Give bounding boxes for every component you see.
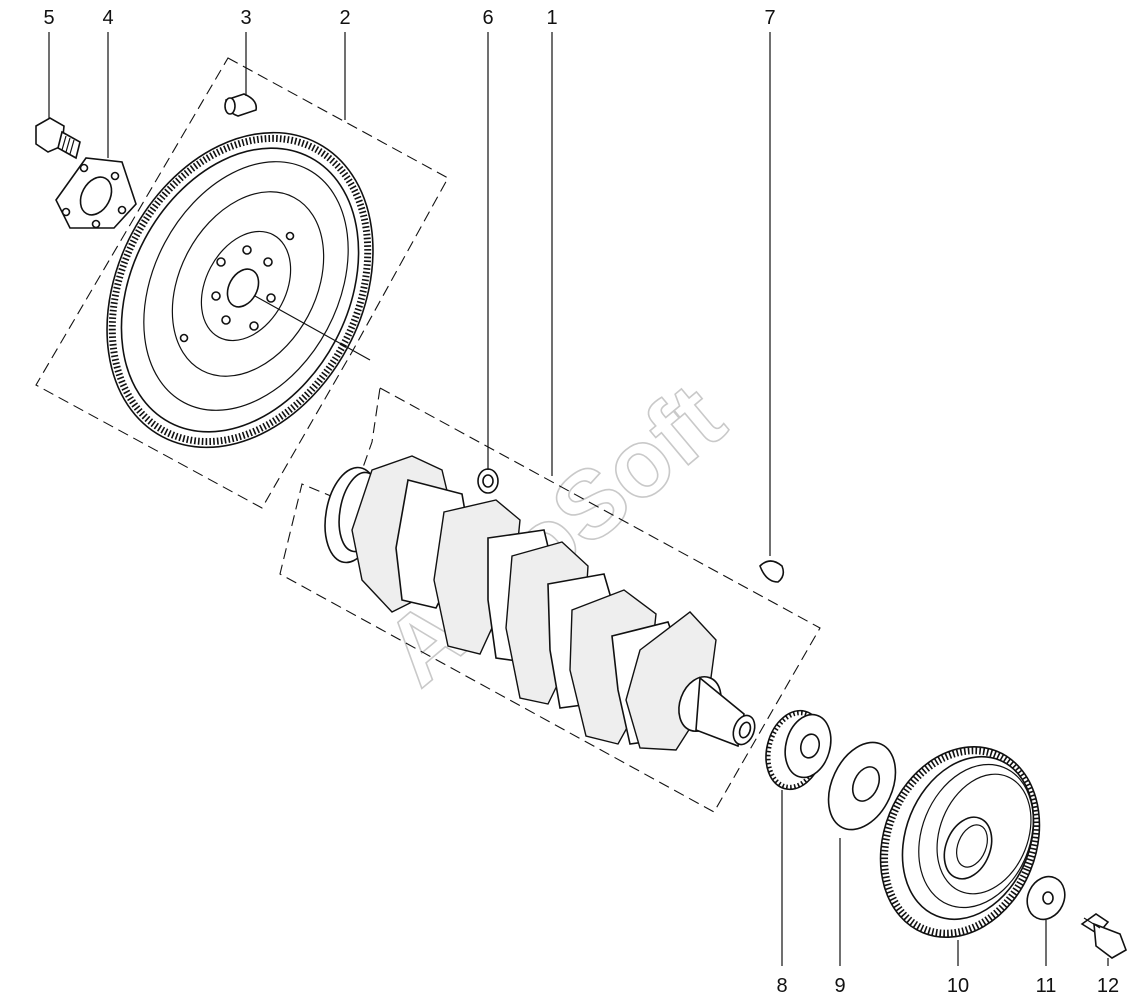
flywheel-group-outline xyxy=(35,57,449,509)
callout-7: 7 xyxy=(764,7,775,29)
flywheel xyxy=(106,131,374,449)
callout-5: 5 xyxy=(43,7,54,29)
crankshaft-pulley xyxy=(879,745,1041,939)
leader-lines xyxy=(48,32,1109,966)
flywheel-plate xyxy=(55,157,137,229)
thrust-washer xyxy=(827,741,897,831)
woodruff-key xyxy=(759,560,785,583)
callout-2: 2 xyxy=(339,7,350,29)
flywheel-bolt xyxy=(35,117,81,160)
callout-11: 11 xyxy=(1036,975,1057,997)
callout-12: 12 xyxy=(1097,975,1119,997)
timing-sprocket xyxy=(765,709,832,791)
callout-1: 1 xyxy=(546,7,557,29)
callout-10: 10 xyxy=(947,975,969,997)
crankshaft-group-outline xyxy=(279,387,821,813)
pilot-bushing xyxy=(477,468,499,494)
callout-8: 8 xyxy=(776,975,787,997)
callout-3: 3 xyxy=(240,7,251,29)
callout-9: 9 xyxy=(834,975,845,997)
pulley-washer xyxy=(1026,875,1066,921)
callout-4: 4 xyxy=(102,7,113,29)
pulley-bolt xyxy=(1080,913,1127,959)
callout-6: 6 xyxy=(482,7,493,29)
crankshaft xyxy=(324,455,756,751)
dowel-pin xyxy=(224,93,258,117)
